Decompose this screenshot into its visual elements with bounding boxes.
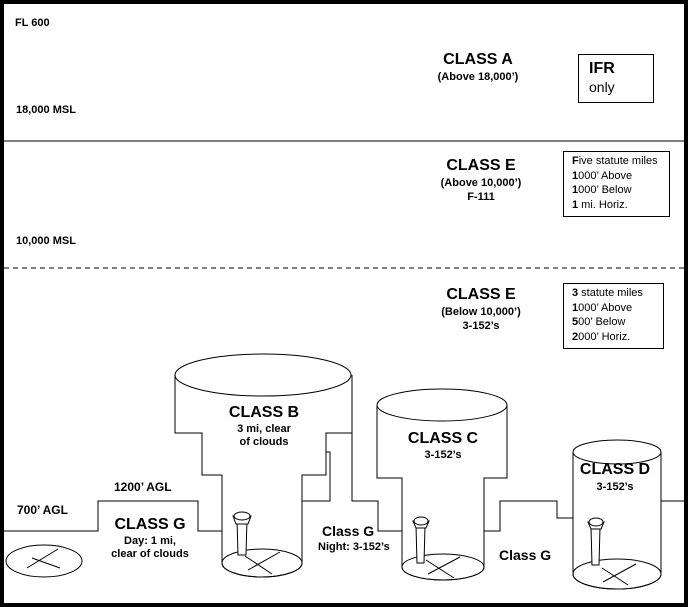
class-c-cylinder <box>376 388 508 581</box>
ifr-only-box: IFR only <box>578 54 654 103</box>
ifr-only-label: only <box>589 79 615 95</box>
class-b-sub1: 3 mi, clear <box>237 423 291 435</box>
vis-lower-row: 3 statute miles <box>572 287 643 299</box>
vis-requirements-upper: Five statute miles 1000’ Above 1000’ Bel… <box>563 151 670 217</box>
class-e-upper-title: CLASS E <box>446 157 516 174</box>
altitude-label-fl600: FL 600 <box>15 17 50 29</box>
class-c-title: CLASS C <box>407 430 479 447</box>
class-b-cylinder <box>174 353 353 578</box>
class-e-lower-vis: 3-152’s <box>462 320 500 332</box>
vis-lower-row: 2000’ Horiz. <box>572 330 631 343</box>
class-g-left-title: CLASS G <box>114 516 186 533</box>
class-g-airport <box>5 544 83 578</box>
vis-lower-row: 1000’ Above <box>572 301 633 314</box>
class-e-lower-subtitle: (Below 10,000’) <box>441 306 521 318</box>
class-b-sub2: of clouds <box>239 436 289 448</box>
class-b-title: CLASS B <box>228 404 300 421</box>
vis-upper-row: 1000’ Above <box>572 169 633 182</box>
tower-class-b <box>232 511 252 556</box>
class-d-sub: 3-152’s <box>596 481 634 493</box>
runway-class-b <box>244 551 281 575</box>
altitude-label-700-agl: 700’ AGL <box>17 503 68 517</box>
class-g-right-title: Class G <box>499 547 552 563</box>
tower-class-c <box>412 516 430 564</box>
class-a-subtitle: (Above 18,000’) <box>437 71 519 83</box>
class-d-title: CLASS D <box>579 461 651 478</box>
class-e-lower-title: CLASS E <box>446 286 516 303</box>
runway-class-c <box>425 556 461 579</box>
class-g-left-sub2: clear of clouds <box>111 548 189 560</box>
vis-lower-row: 500’ Below <box>572 316 626 328</box>
class-g-mid-sub: Night: 3-152’s <box>318 541 390 553</box>
class-g-mid-title: Class G <box>322 523 375 539</box>
class-e-upper-f111: F-111 <box>467 191 495 203</box>
altitude-label-10000-msl: 10,000 MSL <box>16 235 76 247</box>
class-e-upper-subtitle: (Above 10,000’) <box>440 177 522 189</box>
vis-upper-row: Five statute miles <box>572 155 658 167</box>
ifr-label: IFR <box>589 60 615 77</box>
vis-requirements-lower: 3 statute miles 1000’ Above 500’ Below 2… <box>563 283 664 349</box>
class-g-left-sub1: Day: 1 mi, <box>124 535 176 547</box>
runway-class-d <box>601 563 637 586</box>
altitude-label-1200-agl: 1200’ AGL <box>114 480 172 494</box>
altitude-label-18000-msl: 18,000 MSL <box>16 104 76 116</box>
tower-class-d <box>587 517 605 566</box>
class-a-title: CLASS A <box>443 51 513 68</box>
vis-upper-row: 1 mi. Horiz. <box>572 198 628 211</box>
class-c-sub: 3-152’s <box>424 449 462 461</box>
class-g-ceiling-line <box>4 432 684 532</box>
vis-upper-row: 1000’ Below <box>572 184 632 196</box>
